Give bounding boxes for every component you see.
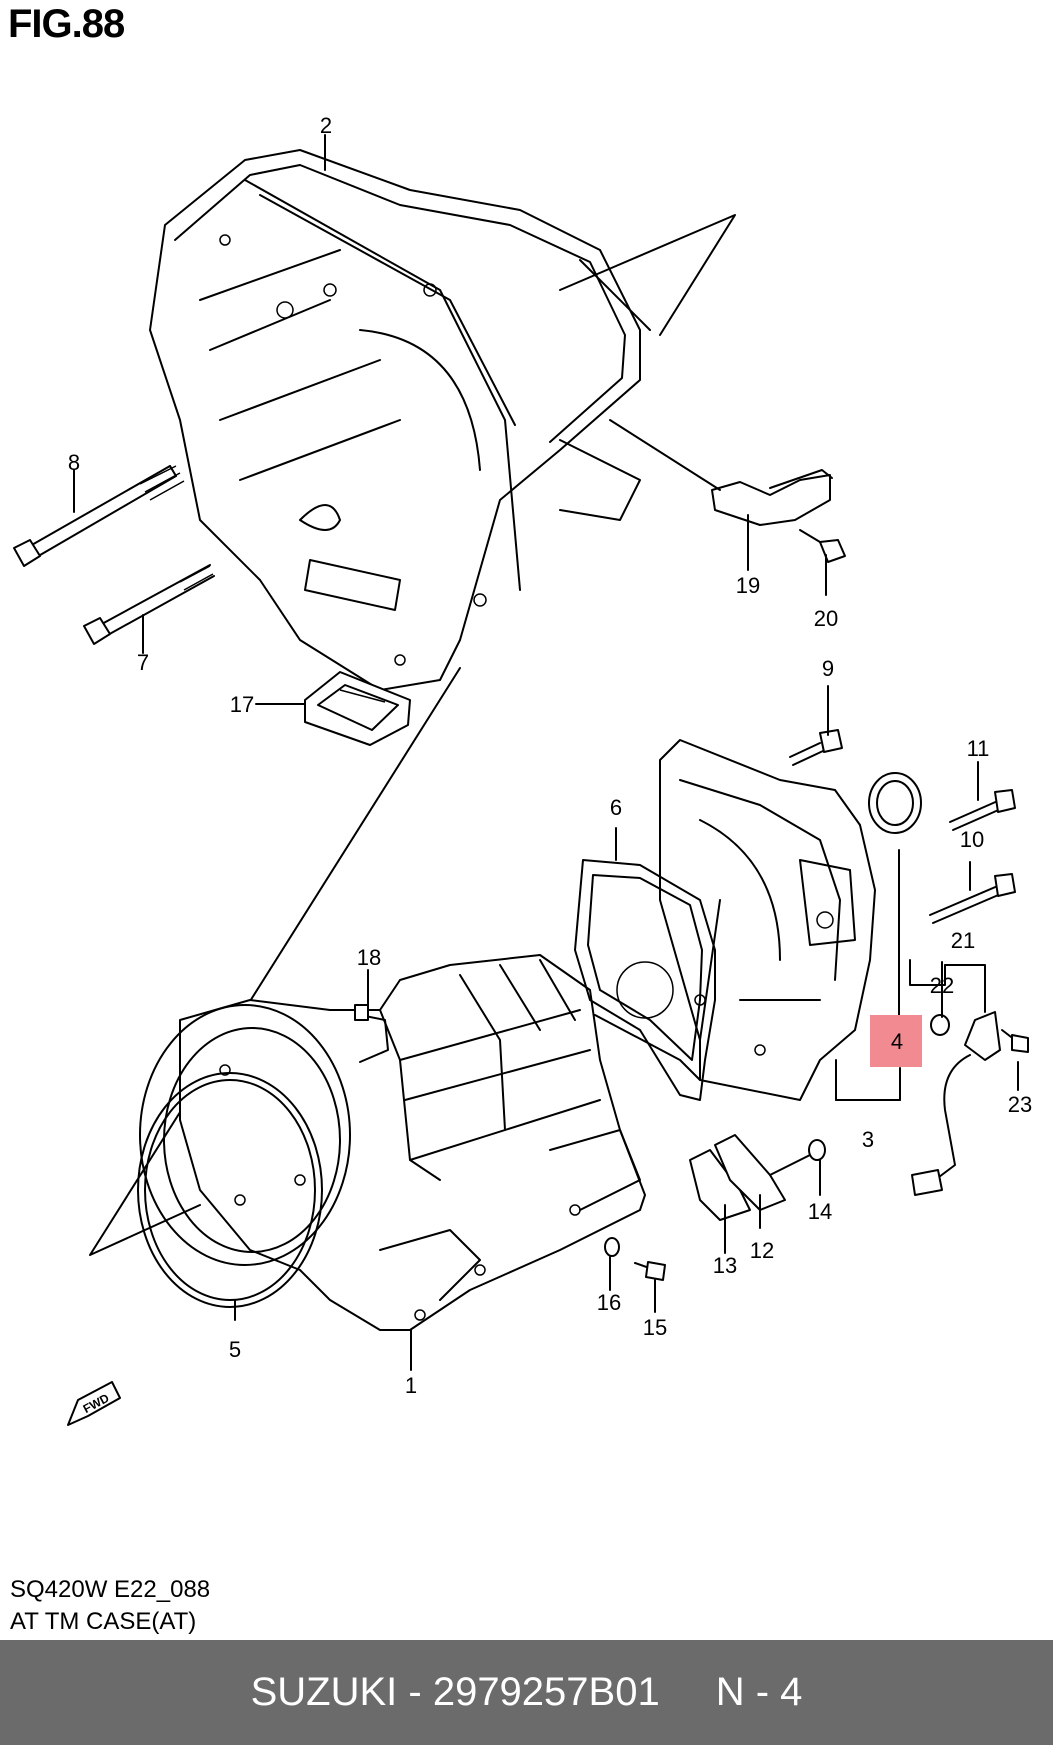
figure-title: FIG.88	[8, 2, 125, 46]
pipe-18-illustration	[354, 1004, 389, 1063]
callout-5: 5	[229, 1337, 241, 1362]
callout-23: 23	[1008, 1092, 1032, 1117]
callout-20: 20	[814, 606, 838, 631]
speed-sensor-21-illustration	[911, 1011, 1001, 1196]
o-ring-22-illustration	[930, 1014, 950, 1036]
callout-18: 18	[357, 945, 381, 970]
o-ring-5-illustration	[137, 1072, 323, 1308]
callout-8: 8	[68, 450, 80, 475]
callout-4: 4	[891, 1029, 903, 1054]
bracket-12-illustration	[714, 1134, 786, 1211]
converter-housing-illustration	[149, 149, 736, 691]
callout-12: 12	[750, 1238, 774, 1263]
bolt-9-illustration	[789, 729, 843, 766]
bolt-11-illustration	[949, 789, 1016, 831]
callout-17: 17	[230, 692, 254, 717]
callout-14: 14	[808, 1199, 832, 1224]
gasket-6-illustration	[574, 859, 716, 1101]
bolt-20-illustration	[799, 529, 846, 563]
callout-6: 6	[610, 795, 622, 820]
callout-3: 3	[862, 1127, 874, 1152]
callout-19: 19	[736, 573, 760, 598]
callout-2: 2	[320, 113, 332, 138]
catalog-description: AT TM CASE(AT)	[10, 1608, 197, 1635]
callout-21: 21	[951, 928, 975, 953]
bolt-14-illustration	[769, 1139, 826, 1176]
callout-22: 22	[930, 973, 954, 998]
highlight-box	[870, 1015, 922, 1067]
bolt-23-illustration	[1001, 1029, 1029, 1053]
oil-seal-4-illustration	[868, 772, 922, 834]
forward-arrow-icon: FWD	[67, 1381, 121, 1426]
sensor-19-illustration	[609, 419, 833, 526]
callout-9: 9	[822, 656, 834, 681]
footer-page: N - 4	[715, 1670, 803, 1714]
callout-16: 16	[597, 1290, 621, 1315]
extension-case-illustration	[594, 739, 876, 1101]
footer-bar: SUZUKI - 2979257B01 N - 4	[0, 1640, 1053, 1745]
bolt-10-illustration	[929, 873, 1016, 924]
callout-13: 13	[713, 1253, 737, 1278]
callout-labels: 2 8 7 17 19 20 9 11 6 10 18 21 22 4 23 3…	[68, 113, 1032, 1398]
leader-lines	[73, 134, 1019, 1371]
bolt-7-illustration	[83, 564, 215, 645]
catalog-code: SQ420W E22_088	[10, 1576, 211, 1603]
bracket-13-illustration	[689, 1149, 751, 1221]
long-bolt-8-illustration	[13, 465, 185, 567]
footer-part-info: SUZUKI - 2979257B01	[250, 1670, 660, 1714]
bolt-15-illustration	[634, 1261, 666, 1281]
callout-1: 1	[405, 1373, 417, 1398]
plate-17-illustration	[304, 671, 411, 746]
callout-15: 15	[643, 1315, 667, 1340]
washer-16-illustration	[604, 1237, 620, 1257]
callout-10: 10	[960, 827, 984, 852]
exploded-parts-diagram: FWD 2 8 7 17 19 20	[13, 113, 1032, 1426]
callout-7: 7	[137, 650, 149, 675]
callout-11: 11	[967, 736, 990, 761]
transmission-case-illustration	[139, 954, 646, 1331]
